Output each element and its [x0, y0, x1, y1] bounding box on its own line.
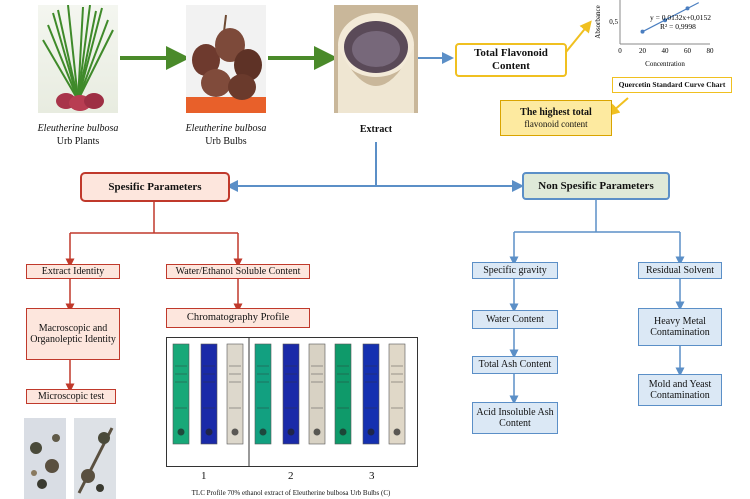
macroscopic-box: Macroscopic and Organoleptic Identity	[26, 308, 120, 360]
tlc-plate	[226, 343, 244, 445]
specific-gravity-box: Specific gravity	[472, 262, 558, 279]
extract-caption: Extract	[359, 124, 393, 135]
microscopic-box: Microscopic test	[26, 389, 116, 404]
chart-x-tick: 20	[639, 47, 647, 55]
arrow-flavonoid-to-chart	[565, 20, 592, 53]
chart-x-tick: 0	[618, 47, 622, 55]
acid-ash-box: Acid Insoluble Ash Content	[472, 402, 558, 434]
soluble-content-box: Water/Ethanol Soluble Content	[166, 264, 310, 279]
tlc-caption: TLC Profile 70% ethanol extract of Eleut…	[191, 489, 391, 497]
total-ash-box: Total Ash Content	[472, 356, 558, 374]
specific-parameters-box: Spesific Parameters	[80, 172, 230, 202]
lane-number-1: 1	[201, 470, 207, 482]
tlc-plate	[282, 343, 300, 445]
chart-point	[640, 29, 645, 34]
chart-ylabel: Absorbance	[594, 5, 602, 38]
total-flavonoid-box: Total Flavonoid Content	[455, 43, 567, 77]
water-content-box: Water Content	[472, 310, 558, 329]
tlc-plate	[334, 343, 352, 445]
heavy-metal-box: Heavy Metal Contamination	[638, 308, 722, 346]
tlc-plate	[200, 343, 218, 445]
chart-xlabel: Concentration	[645, 60, 685, 68]
nonspecific-parameters-box: Non Spesific Parameters	[522, 172, 670, 200]
chart-equation: y = 0,0132x+0,0152	[650, 13, 711, 22]
tlc-plate	[308, 343, 326, 445]
lane-number-3: 3	[369, 470, 375, 482]
tlc-plate	[388, 343, 406, 445]
chart-point	[685, 6, 690, 11]
microscope-image-2	[74, 418, 116, 499]
bulbs-photo	[186, 5, 266, 113]
tlc-plate-image	[166, 337, 418, 467]
plants-photo	[38, 5, 118, 113]
tlc-plate	[254, 343, 272, 445]
tlc-plate	[172, 343, 190, 445]
chart-x-tick: 60	[684, 47, 692, 55]
chart-point	[663, 18, 667, 23]
tlc-plate	[362, 343, 380, 445]
chromatography-box: Chromatography Profile	[166, 308, 310, 328]
lane-number-2: 2	[288, 470, 294, 482]
extract-photo	[334, 5, 418, 113]
arrow-chart-to-highest	[607, 97, 629, 116]
chart-trendline	[642, 2, 700, 33]
chart-x-tick: 80	[707, 47, 715, 55]
microscope-image-1	[24, 418, 66, 499]
chart-r2: R² = 0,9998	[660, 22, 696, 31]
curve-caption-box: Quercetin Standard Curve Chart	[612, 77, 732, 93]
mold-yeast-box: Mold and Yeast Contamination	[638, 374, 722, 406]
extract-identity-box: Extract Identity	[26, 264, 120, 279]
chart-x-tick: 40	[662, 47, 670, 55]
chart-y-tick: 0,5	[609, 18, 618, 26]
residual-solvent-box: Residual Solvent	[638, 262, 722, 279]
